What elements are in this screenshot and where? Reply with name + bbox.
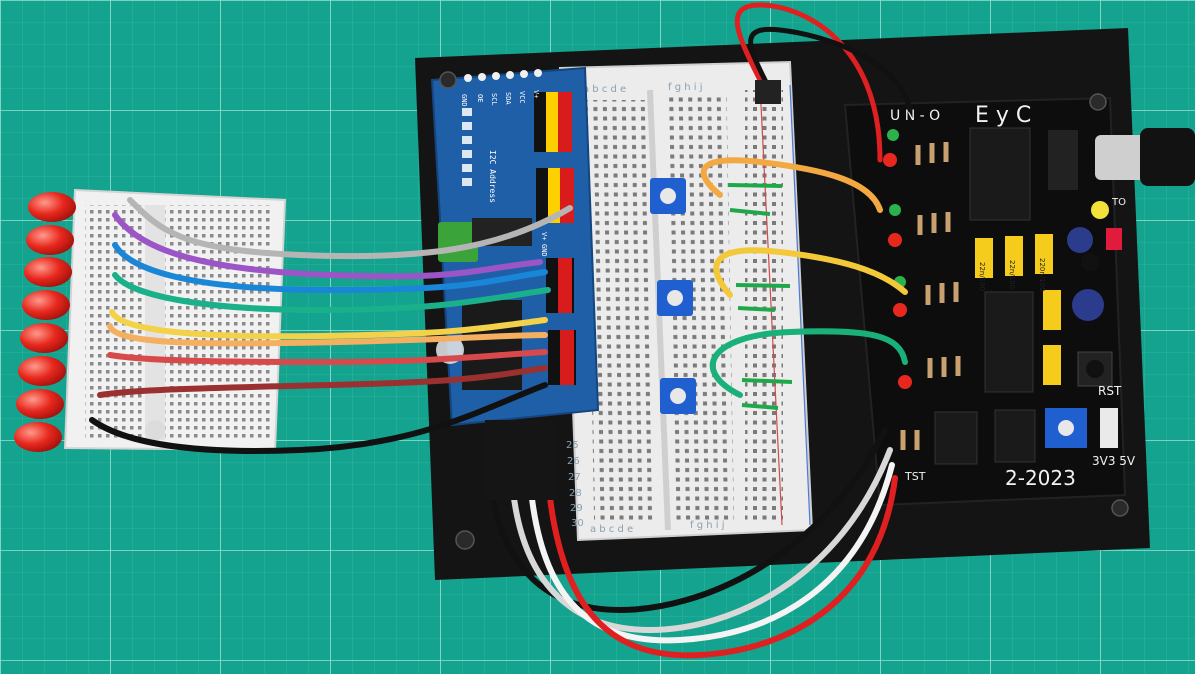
red-led-column: [14, 192, 76, 452]
pcb-label-right-edge: TO: [1111, 197, 1126, 208]
pwm-side-gnd: GND: [540, 244, 548, 257]
jumper-wires-arcs: [700, 157, 908, 398]
row-number-27: 27: [568, 472, 581, 483]
pwm-pin-vplus: V+: [532, 90, 540, 98]
row-number-30: 30: [571, 518, 584, 529]
pwm-side-vplus: V+: [540, 232, 548, 240]
pcb-components: [883, 127, 1195, 465]
cap-label-1: 22n/100: [978, 262, 986, 291]
pcb-label-bottom-left: TST: [904, 470, 926, 483]
row-number-28: 28: [569, 488, 582, 499]
pcb-label-top-left: U N - O: [890, 108, 940, 124]
cap-label-3: 220n/100: [1038, 258, 1046, 292]
pcb-label-eyc: E y C: [975, 103, 1031, 128]
row-number-25: 25: [566, 440, 579, 451]
pwm-i2c-address: I2C Address: [488, 150, 497, 203]
mini-breadboard: [63, 188, 287, 452]
row-number-26: 26: [567, 456, 580, 467]
breadboard-letters-top-right: f g h i j: [668, 82, 702, 93]
breadboard-letters-bottom-left: a b c d e: [590, 524, 633, 535]
jumper-wires-bottom: [485, 420, 898, 659]
breadboard-letters-bottom-right: f g h i j: [690, 520, 724, 531]
cap-label-2: 22n/100: [1008, 260, 1016, 289]
screws: [439, 71, 1129, 550]
pcb-label-rst: RST: [1098, 384, 1122, 398]
potentiometers: [650, 178, 696, 414]
power-lead: [734, 2, 913, 163]
green-jumpers: [727, 183, 793, 410]
pcb-silkscreen: E y C U N - O 2-2023 RST 3V3 5V TO TST 2…: [890, 103, 1136, 490]
pwm-pin-oe: OE: [476, 94, 484, 102]
breadboard-letters-top-left: a b c d e: [583, 84, 626, 95]
pwm-pin-scl: SCL: [490, 93, 498, 106]
pwm-pin-sda: SDA: [504, 92, 512, 105]
pwm-pin-gnd: GND: [460, 94, 468, 107]
pcb-label-voltage: 3V3 5V: [1092, 454, 1136, 468]
pwm-pin-vcc: VCC: [518, 91, 526, 104]
pcb-label-date: 2-2023: [1005, 466, 1076, 490]
jumper-wires-left: [89, 197, 573, 454]
row-number-29: 29: [570, 503, 583, 514]
